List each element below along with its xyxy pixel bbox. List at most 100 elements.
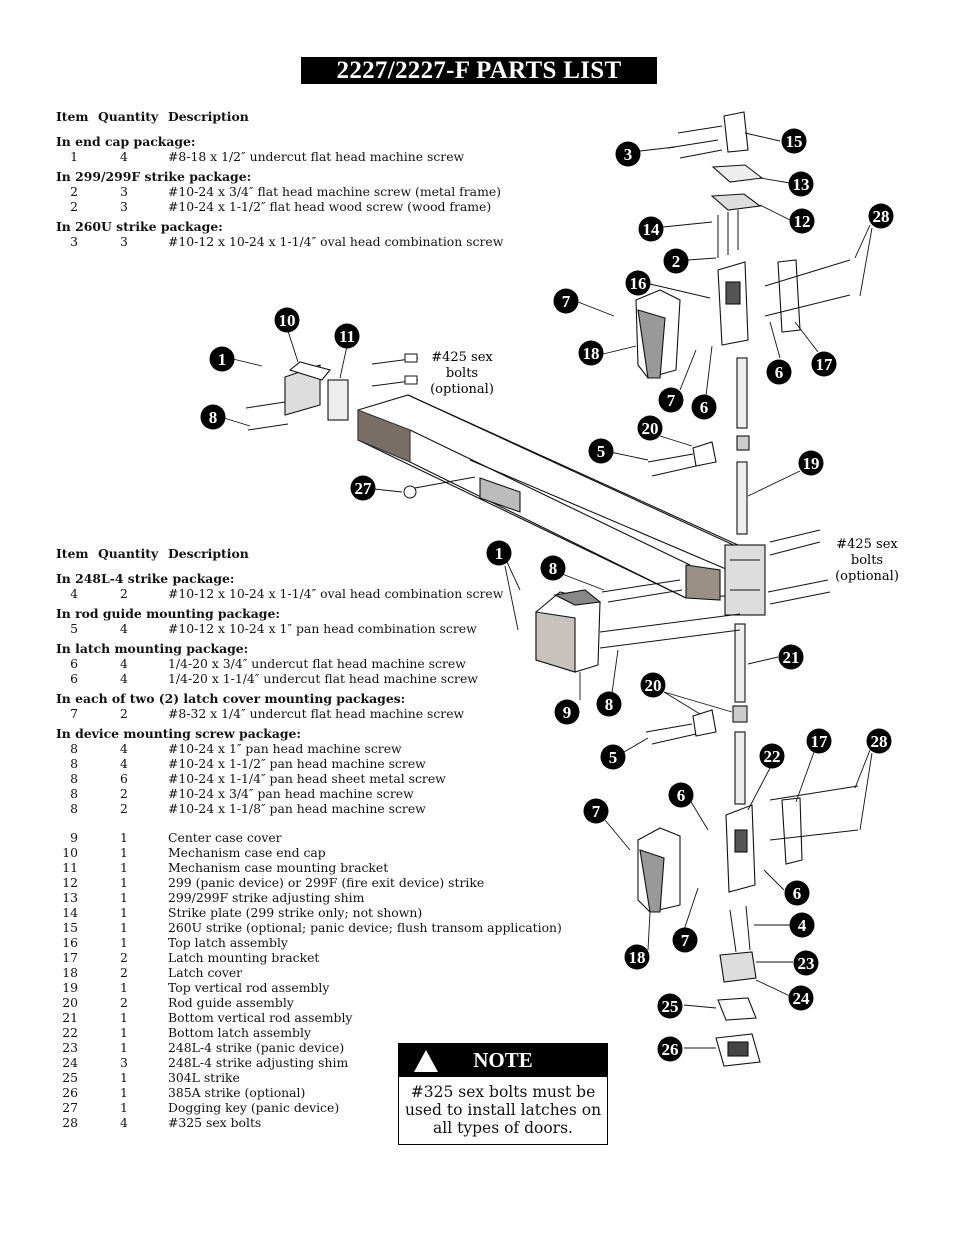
item-cell: 15 [62,920,78,935]
callout-label: 21 [783,648,800,667]
callout-9: 9 [554,699,580,725]
description-cell: Top latch assembly [168,935,288,950]
item-cell: 8 [70,771,78,786]
callout-20: 20 [637,415,663,441]
description-cell: #10-24 x 1-1/8″ pan head machine screw [168,801,426,816]
callout-22: 22 [759,743,785,769]
description-cell: #325 sex bolts [168,1115,262,1130]
callout-circle [657,993,683,1019]
callout-18: 18 [624,944,650,970]
callout-circle [615,141,641,167]
callout-27: 27 [350,475,376,501]
quantity-cell: 1 [120,845,128,860]
callout-label: 6 [700,398,709,417]
item-header: Item [56,546,89,561]
callout-circle [766,359,792,385]
callout-6: 6 [691,394,717,420]
callout-8: 8 [596,691,622,717]
quantity-cell: 3 [120,199,128,214]
callout-5: 5 [600,744,626,770]
description-header: Description [168,109,249,124]
callout-circle [637,415,663,441]
callout-19: 19 [798,450,824,476]
callout-label: 1 [495,544,504,563]
callout-8: 8 [200,404,226,430]
callout-label: 1 [218,350,227,369]
callout-label: 15 [786,132,803,151]
callout-circle [588,438,614,464]
sex-bolt-label-2: #425 sex [836,537,898,552]
callout-label: 8 [605,695,614,714]
item-cell: 18 [62,965,78,980]
callout-17: 17 [811,351,837,377]
parts-table-top: Item Quantity Description In end cap pac… [56,109,503,249]
quantity-cell: 4 [120,656,128,671]
quantity-cell: 1 [120,1010,128,1025]
callout-circle [788,985,814,1011]
item-cell: 1 [70,149,78,164]
callout-label: 17 [816,355,834,374]
callout-label: 7 [667,391,676,410]
quantity-cell: 1 [120,920,128,935]
sex-bolt-label-1: (optional) [430,382,494,397]
callout-26: 26 [657,1036,683,1062]
description-cell: 248L-4 strike adjusting shim [168,1055,349,1070]
item-cell: 6 [70,671,78,686]
callout-1: 1 [486,540,512,566]
quantity-cell: 4 [120,621,128,636]
callout-17: 17 [806,728,832,754]
callout-16: 16 [625,270,651,296]
callout-circle [663,248,689,274]
item-cell: 8 [70,756,78,771]
callout-circle [583,798,609,824]
description-cell: Mechanism case mounting bracket [168,860,389,875]
callout-circle [200,404,226,430]
description-cell: 304L strike [168,1070,240,1085]
item-header: Item [56,109,89,124]
callout-circle [811,351,837,377]
callout-label: 11 [339,327,355,346]
callout-label: 25 [662,997,679,1016]
item-cell: 3 [70,234,78,249]
description-cell: Strike plate (299 strike only; not shown… [168,905,423,920]
quantity-cell: 2 [120,706,128,721]
callout-circle [789,208,815,234]
quantity-cell: 3 [120,184,128,199]
quantity-cell: 1 [120,1070,128,1085]
callout-2: 2 [663,248,689,274]
callout-circle [540,555,566,581]
quantity-cell: 3 [120,1055,128,1070]
quantity-cell: 1 [120,875,128,890]
callout-label: 2 [672,252,681,271]
callout-11: 11 [334,323,360,349]
description-cell: 248L-4 strike (panic device) [168,1040,345,1055]
callout-label: 7 [562,292,571,311]
callout-circle [781,128,807,154]
quantity-cell: 2 [120,801,128,816]
item-cell: 2 [70,184,78,199]
callout-label: 8 [549,559,558,578]
sex-bolt-label-1: #425 sex [431,350,493,365]
callout-circle [625,270,651,296]
callout-6: 6 [784,880,810,906]
description-cell: #10-12 x 10-24 x 1-1/4″ oval head combin… [168,586,504,601]
callout-label: 20 [642,419,659,438]
sex-bolts-left [371,353,419,387]
callout-label: 14 [643,220,661,239]
callout-label: 28 [871,732,888,751]
